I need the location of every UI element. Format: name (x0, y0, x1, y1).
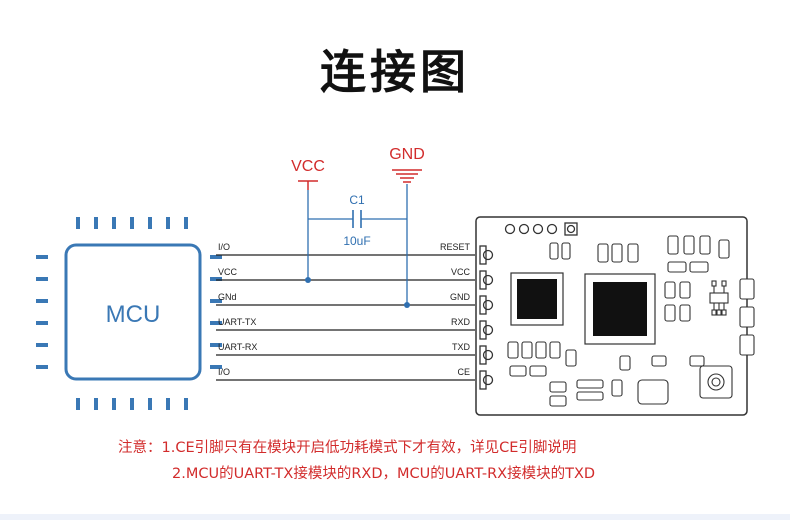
module-pin-txd: TXD (452, 342, 471, 352)
module-pin-gnd: GND (450, 292, 471, 302)
note-line-2: 2.MCU的UART-TX接模块的RXD，MCU的UART-RX接模块的TXD (172, 466, 596, 482)
module-pin-rxd: RXD (451, 317, 471, 327)
module-pin-ce: CE (457, 367, 470, 377)
vcc-symbol: VCC (291, 158, 325, 283)
module-pin-vcc: VCC (451, 267, 471, 277)
module-board (475, 216, 755, 416)
page-title: 连接图 (320, 45, 470, 99)
vcc-label: VCC (291, 158, 325, 175)
mcu-pin-uart-rx: UART-RX (218, 342, 257, 352)
signal-wires (216, 254, 475, 381)
gnd-label: GND (389, 146, 425, 163)
module-pin-reset: RESET (440, 242, 471, 252)
mcu-chip: MCU (36, 217, 222, 410)
module-chip-small (510, 272, 564, 326)
note-line-1: 注意：1.CE引脚只有在模块开启低功耗模式下才有效，详见CE引脚说明 (118, 440, 577, 456)
bottom-strip (0, 514, 790, 520)
capacitor-c1 (308, 210, 407, 228)
gnd-symbol: GND (389, 146, 425, 308)
mcu-pin-io-2: I/O (218, 367, 230, 377)
mcu-pin-uart-tx: UART-TX (218, 317, 256, 327)
mcu-pin-vcc: VCC (218, 267, 238, 277)
mcu-pin-io-1: I/O (218, 242, 230, 252)
capacitor-value: 10uF (343, 234, 370, 248)
module-chip-large (584, 273, 656, 345)
mcu-label: MCU (106, 301, 161, 328)
mcu-pin-gnd: GNd (218, 292, 237, 302)
capacitor-name: C1 (349, 193, 365, 207)
